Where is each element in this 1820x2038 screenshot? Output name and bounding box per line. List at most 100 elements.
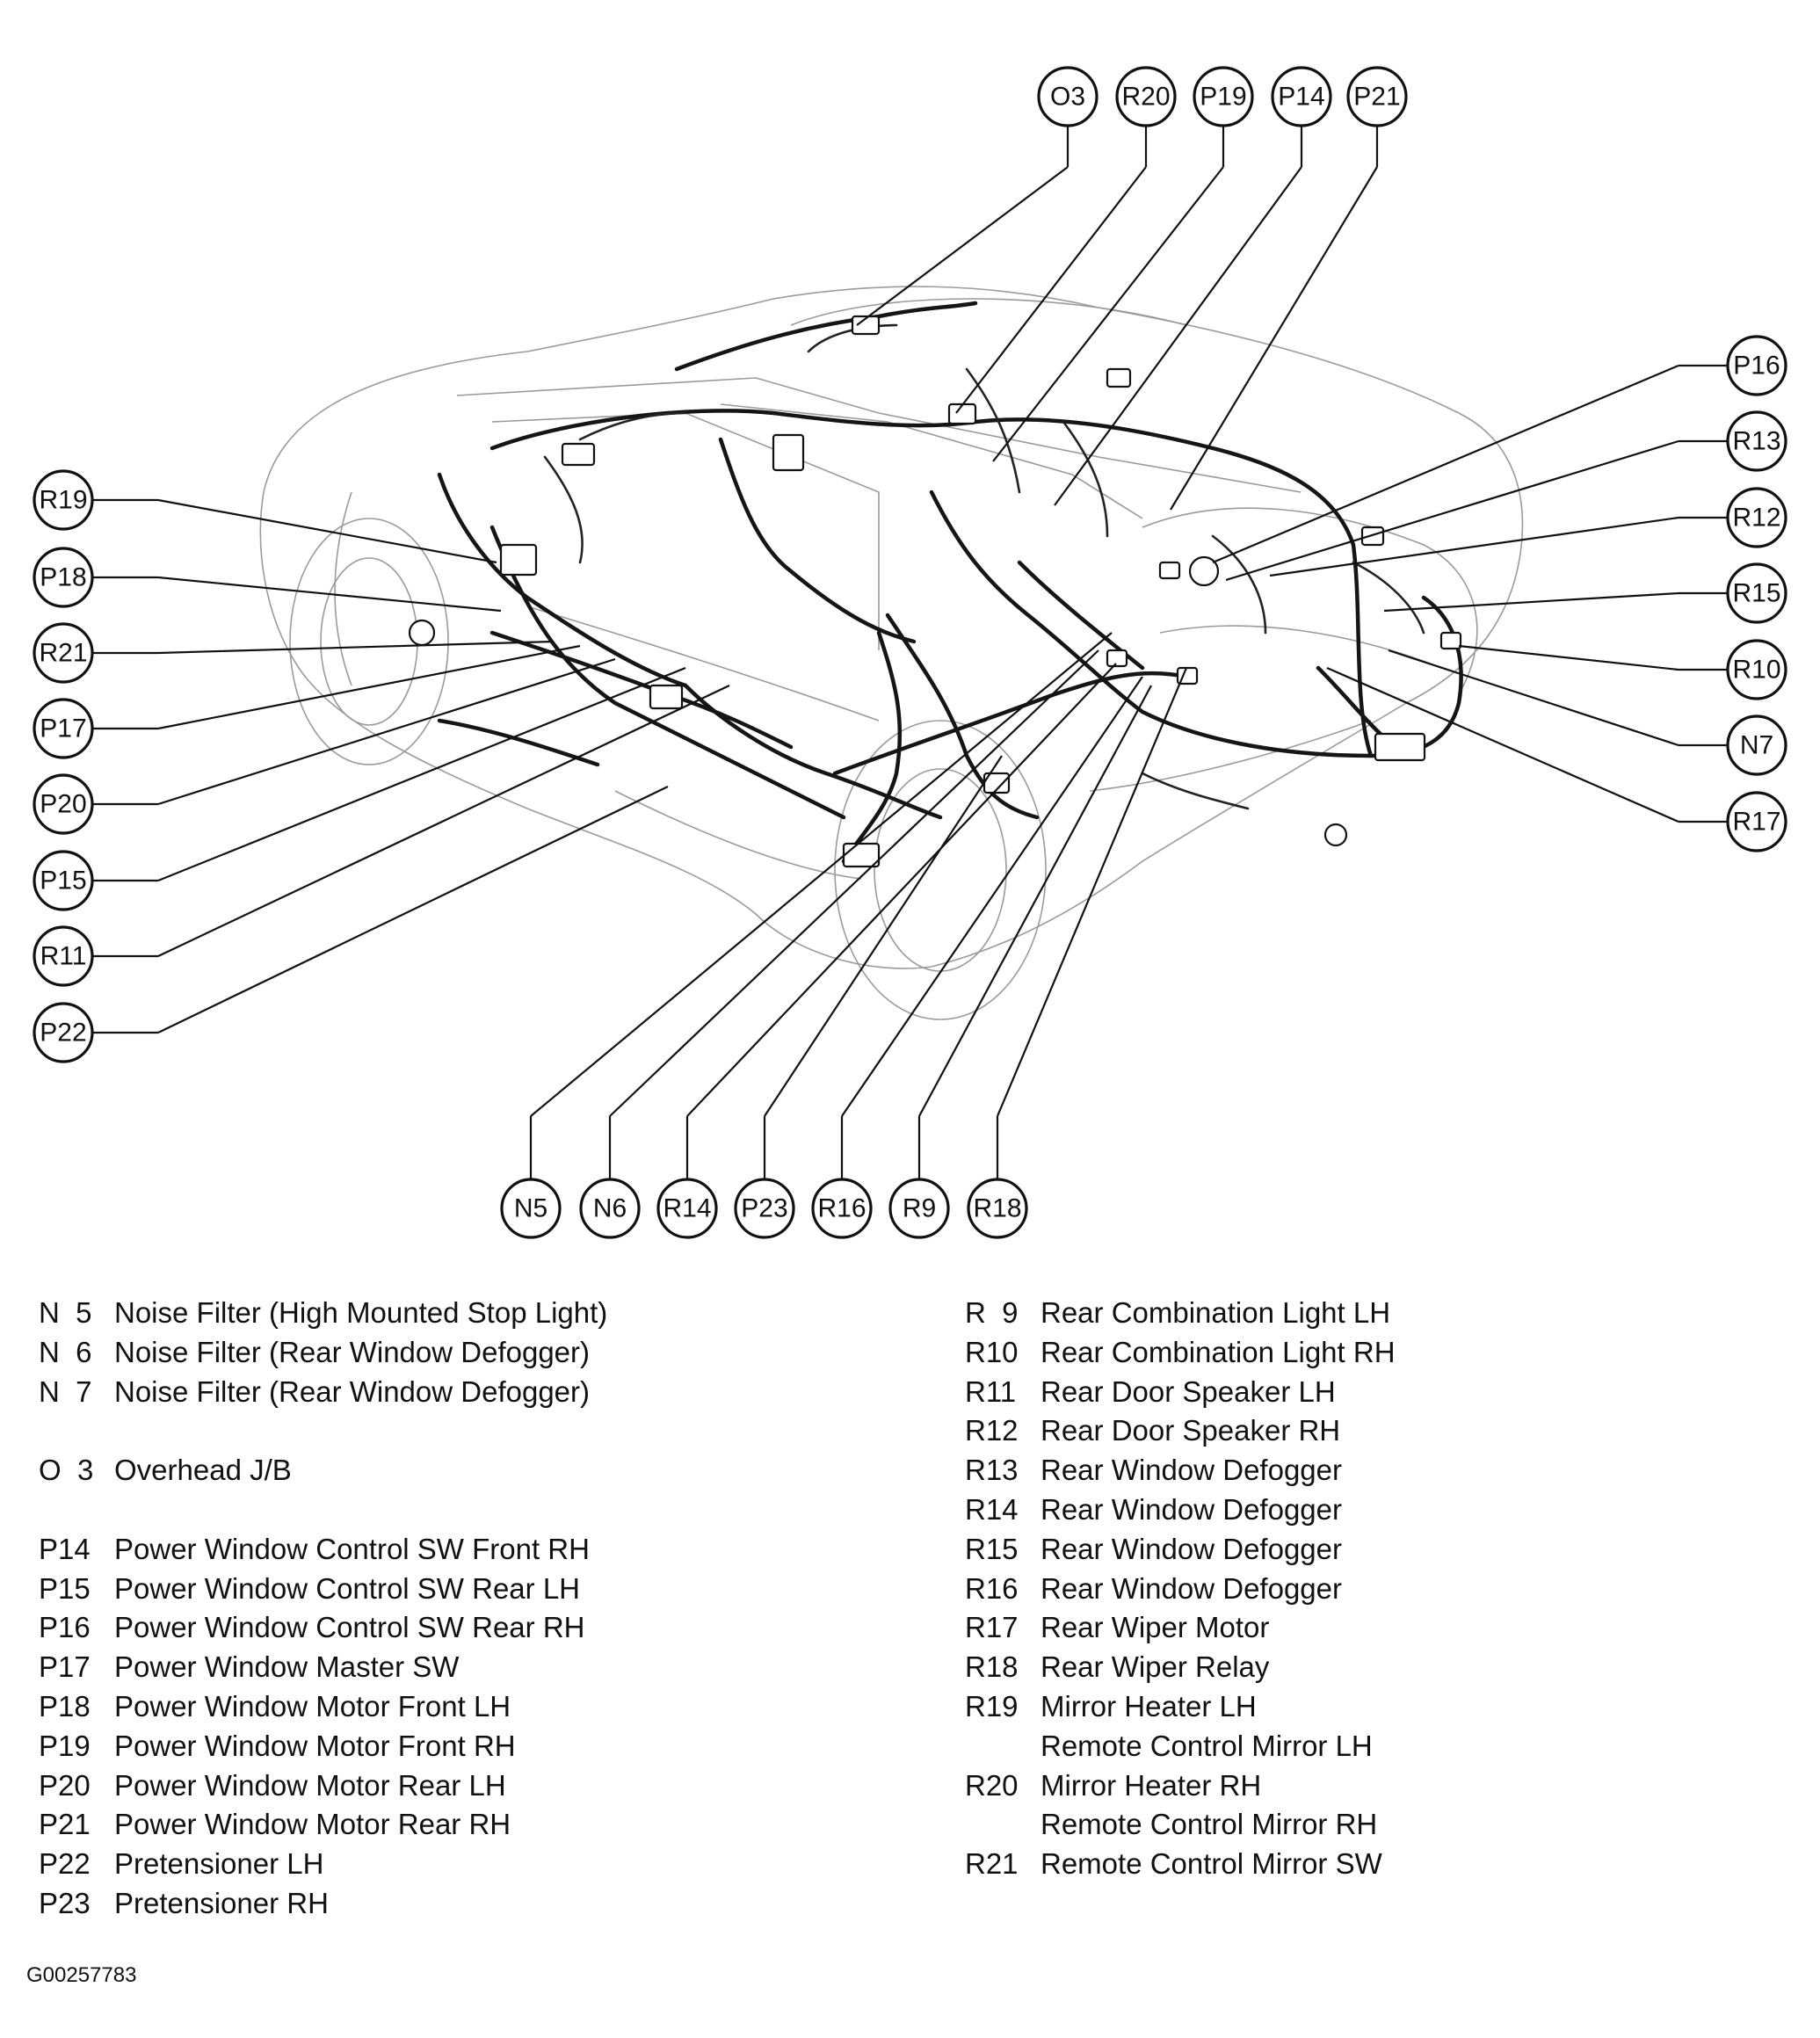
legend-description: Mirror Heater RH xyxy=(1041,1768,1262,1802)
legend-description: Remote Control Mirror RH xyxy=(1041,1808,1378,1841)
legend-code: P23 xyxy=(39,1886,91,1919)
legend-description: Remote Control Mirror SW xyxy=(1041,1847,1382,1881)
legend-spacer xyxy=(39,1411,607,1451)
connector-box xyxy=(851,315,881,336)
connector-box xyxy=(772,433,805,472)
svg-text:R18: R18 xyxy=(973,1194,1021,1223)
callout-P19: P19 xyxy=(1193,66,1254,127)
connector-box xyxy=(842,842,881,868)
legend-code: R11 xyxy=(965,1374,1017,1408)
legend-description: Rear Door Speaker LH xyxy=(1041,1374,1336,1408)
legend-description: Power Window Control SW Front RH xyxy=(114,1532,590,1565)
legend-description: Power Window Motor Rear RH xyxy=(114,1808,511,1841)
svg-text:N7: N7 xyxy=(1740,731,1773,760)
connector-box xyxy=(1374,732,1426,762)
legend-description: Power Window Control SW Rear RH xyxy=(114,1611,585,1644)
legend-code xyxy=(965,1727,1041,1766)
connector-box xyxy=(1360,526,1385,547)
svg-text:R10: R10 xyxy=(1732,656,1780,685)
callout-R17: R17 xyxy=(1726,791,1787,852)
callout-R18: R18 xyxy=(967,1178,1028,1239)
callout-N7: N7 xyxy=(1726,714,1787,776)
legend-description: Rear Window Defogger xyxy=(1041,1532,1342,1565)
svg-text:P21: P21 xyxy=(1353,83,1400,112)
legend-code: P18 xyxy=(39,1689,91,1723)
svg-text:R21: R21 xyxy=(39,639,87,668)
callout-R19: R19 xyxy=(33,469,94,531)
svg-text:P19: P19 xyxy=(1200,83,1246,112)
callout-R16: R16 xyxy=(811,1178,873,1239)
callout-R11: R11 xyxy=(33,925,94,987)
svg-text:R11: R11 xyxy=(40,942,87,971)
legend-code: R17 xyxy=(965,1611,1019,1644)
svg-text:R14: R14 xyxy=(663,1194,711,1223)
connector-round xyxy=(1188,555,1220,587)
callout-R21: R21 xyxy=(33,622,94,684)
legend-description: Pretensioner RH xyxy=(114,1886,329,1919)
legend-code: R16 xyxy=(965,1571,1019,1605)
callouts: O3 R20 P19 P14 P21 P16 R13 R12 R15 R10 N… xyxy=(33,66,1787,1239)
svg-text:P22: P22 xyxy=(40,1019,86,1048)
car-body-outline xyxy=(259,286,1524,1020)
callout-R14: R14 xyxy=(656,1178,718,1239)
callout-P20: P20 xyxy=(33,773,94,835)
legend-code: R18 xyxy=(965,1650,1019,1684)
legend-row: Remote Control Mirror RH xyxy=(965,1805,1396,1845)
connector-round xyxy=(1323,823,1348,847)
svg-text:P16: P16 xyxy=(1733,352,1780,381)
connector-box xyxy=(1439,631,1462,650)
connector-box xyxy=(1106,367,1132,388)
svg-text:R20: R20 xyxy=(1121,83,1170,112)
callout-P15: P15 xyxy=(33,850,94,911)
connector-box xyxy=(1106,649,1128,668)
callout-N6: N6 xyxy=(579,1178,641,1239)
callout-P22: P22 xyxy=(33,1002,94,1063)
connectors xyxy=(408,315,1462,868)
legend-code: R20 xyxy=(965,1768,1019,1802)
connector-box xyxy=(947,403,977,425)
connector-round xyxy=(408,619,436,647)
svg-text:R13: R13 xyxy=(1732,427,1780,456)
legend-code: R14 xyxy=(965,1492,1019,1526)
callout-P16: P16 xyxy=(1726,335,1787,396)
connector-box xyxy=(1158,561,1181,580)
svg-text:P23: P23 xyxy=(741,1194,787,1223)
legend-description: Rear Window Defogger xyxy=(1041,1492,1342,1526)
legend-code: P14 xyxy=(39,1532,91,1565)
svg-text:P15: P15 xyxy=(40,867,86,896)
legend-code: R21 xyxy=(965,1847,1019,1881)
legend-description: Power Window Motor Front RH xyxy=(114,1729,516,1762)
legend-row: R17 Rear Wiper Motor xyxy=(965,1608,1396,1648)
legend-code: N 5 xyxy=(39,1296,92,1329)
callout-P23: P23 xyxy=(734,1178,795,1239)
legend-description: Rear Combination Light RH xyxy=(1041,1335,1396,1368)
legend-code: P20 xyxy=(39,1768,91,1802)
legend-code: N 7 xyxy=(39,1374,92,1408)
legend-row: R15 Rear Window Defogger xyxy=(965,1530,1396,1570)
legend-code: P22 xyxy=(39,1847,91,1881)
callout-O3: O3 xyxy=(1037,66,1099,127)
callout-R20: R20 xyxy=(1115,66,1177,127)
legend-description: Pretensioner LH xyxy=(114,1847,324,1881)
legend-description: Rear Window Defogger xyxy=(1041,1454,1342,1487)
callout-N5: N5 xyxy=(500,1178,562,1239)
legend-description: Rear Wiper Motor xyxy=(1041,1611,1270,1644)
legend-code: R15 xyxy=(965,1532,1019,1565)
legend-code: R12 xyxy=(965,1414,1019,1447)
legend-row: R21 Remote Control Mirror SW xyxy=(965,1845,1396,1884)
svg-text:R17: R17 xyxy=(1732,808,1780,837)
legend-description: Rear Window Defogger xyxy=(1041,1571,1342,1605)
svg-text:N5: N5 xyxy=(514,1194,547,1223)
legend-description: Rear Combination Light LH xyxy=(1041,1296,1391,1329)
callout-R12: R12 xyxy=(1726,487,1787,548)
